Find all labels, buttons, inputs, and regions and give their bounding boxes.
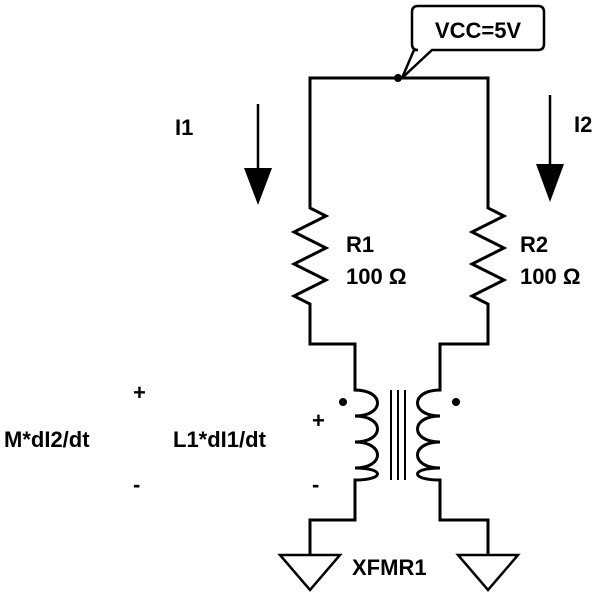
arrow-down-icon (536, 164, 564, 202)
self-emf-label: L1*dI1/dt (173, 427, 267, 452)
vcc-text: VCC=5V (435, 18, 522, 43)
current-arrow-i2 (536, 95, 564, 202)
resistor-r1-value: 100 Ω (346, 264, 406, 289)
supply-rail (308, 76, 490, 202)
primary-plus: + (312, 408, 325, 433)
dot-polarity-icon (452, 398, 460, 406)
current-label-i1: I1 (175, 115, 193, 140)
current-arrow-i1 (244, 104, 272, 205)
primary-minus: - (312, 472, 319, 497)
junction-dot (394, 74, 402, 82)
resistor-r1-symbol (290, 198, 357, 392)
secondary-coil (416, 388, 490, 557)
left-plus: + (133, 380, 146, 405)
mutual-emf-label: M*dI2/dt (4, 427, 90, 452)
resistor-r2-name: R2 (520, 232, 548, 257)
ground-icon (455, 553, 521, 592)
transformer-name: XFMR1 (352, 555, 427, 580)
resistor-r2-symbol (438, 198, 508, 392)
resistor-r2-value: 100 Ω (520, 264, 580, 289)
primary-coil (308, 388, 379, 557)
left-minus: - (133, 472, 140, 497)
ground-icon (277, 553, 343, 592)
arrow-down-icon (244, 168, 272, 205)
dot-polarity-icon (339, 398, 347, 406)
current-label-i2: I2 (574, 112, 592, 137)
resistor-r1-name: R1 (346, 232, 374, 257)
vcc-label: VCC=5V (400, 4, 546, 79)
